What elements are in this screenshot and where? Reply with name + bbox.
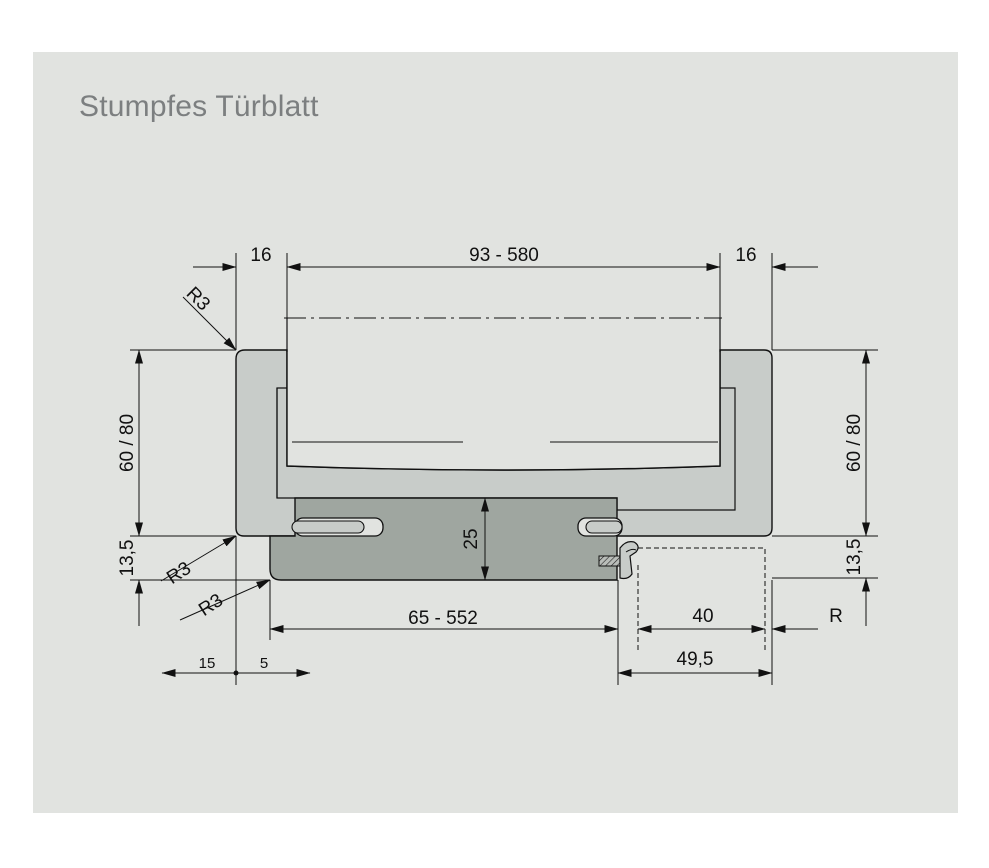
dim-gap-49-5: 49,5 — [677, 649, 714, 670]
opening-cavity — [286, 350, 721, 471]
dim-left-15: 15 — [199, 655, 216, 672]
door-leaf — [269, 497, 618, 581]
dim-left-height: 60 / 80 — [117, 414, 138, 472]
seal-icon — [598, 541, 639, 580]
tongue-left — [291, 520, 365, 534]
dim-bottom-width: 65 - 552 — [408, 608, 478, 629]
dim-radius-top: R3 — [182, 283, 214, 315]
dim-left-step: 13,5 — [117, 540, 138, 577]
dim-radius-bottom: R3 — [195, 590, 227, 621]
origin-point — [233, 670, 239, 676]
dim-leaf-thickness: 25 — [461, 528, 482, 549]
dim-right-step: 13,5 — [844, 539, 865, 576]
dim-top-left: 16 — [250, 245, 271, 266]
dim-radius-mid: R3 — [163, 558, 195, 589]
tongue-right — [585, 520, 623, 534]
dim-gap-40: 40 — [692, 606, 713, 627]
dim-right-height: 60 / 80 — [844, 414, 865, 472]
dim-top-center: 93 - 580 — [469, 245, 539, 266]
dim-top-right: 16 — [735, 245, 756, 266]
page-title: Stumpfes Türblatt — [79, 90, 319, 123]
dimension-lines — [135, 263, 870, 677]
reveal-outline — [638, 547, 766, 650]
dim-r: R — [829, 606, 843, 627]
dim-left-5: 5 — [260, 655, 268, 672]
